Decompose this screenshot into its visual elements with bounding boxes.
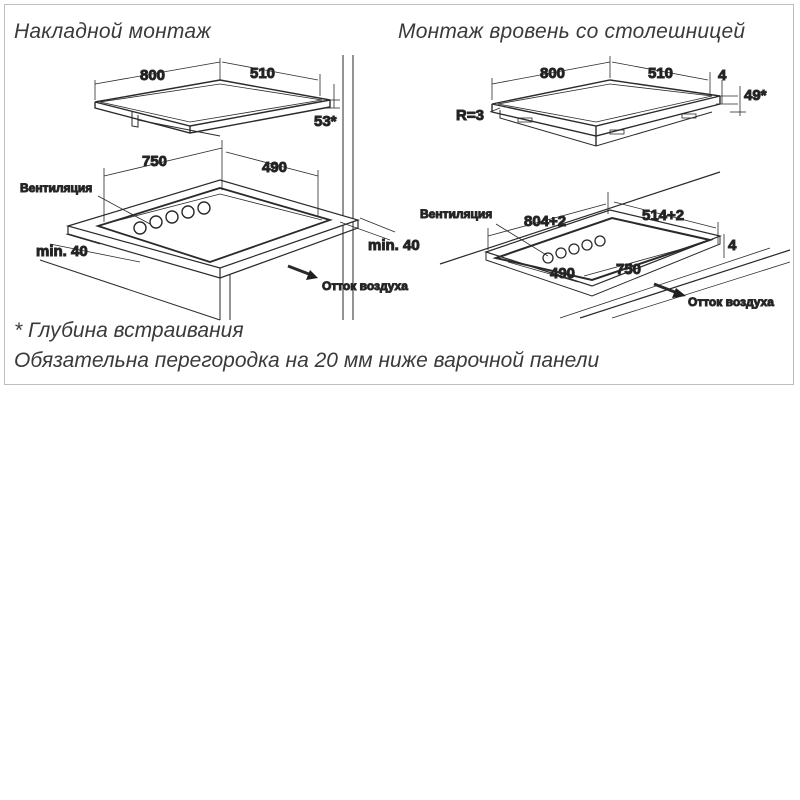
right-install-depth-label: 49* bbox=[744, 87, 767, 104]
left-depth-label: 510 bbox=[250, 65, 275, 82]
left-air-arrow bbox=[287, 264, 318, 280]
right-air-arrow bbox=[653, 282, 686, 298]
right-recess-height-label: 4 bbox=[728, 237, 737, 254]
right-ventilation-label: Вентиляция bbox=[420, 207, 492, 221]
left-air-outlet-label: Отток воздуха bbox=[322, 279, 408, 293]
right-countertop bbox=[439, 171, 791, 319]
diagram-frame bbox=[4, 4, 794, 385]
left-cutout-dims bbox=[49, 140, 396, 263]
right-cutout-depth-label: 490 bbox=[550, 265, 575, 282]
left-dimension-lines bbox=[94, 58, 340, 109]
depth-footnote: * Глубина встраивания bbox=[14, 319, 244, 342]
right-cutout-dims bbox=[487, 107, 725, 283]
left-cutout-depth-label: 490 bbox=[262, 159, 287, 176]
left-width-label: 800 bbox=[140, 67, 165, 84]
left-min-label: min. 40 bbox=[36, 243, 88, 260]
right-depth-label: 510 bbox=[648, 65, 673, 82]
right-width-label: 800 bbox=[540, 65, 565, 82]
right-dimension-lines bbox=[491, 56, 746, 116]
right-recess-width-label: 804+2 bbox=[524, 213, 566, 230]
right-air-outlet-label: Отток воздуха bbox=[688, 295, 774, 309]
title-flush-mount: Монтаж вровень со столешницей bbox=[398, 20, 746, 43]
left-cooktop bbox=[94, 79, 331, 137]
right-min-label: min. 40 bbox=[368, 237, 420, 254]
right-glass-label: 4 bbox=[718, 67, 727, 84]
right-radius-label: R=3 bbox=[456, 107, 484, 124]
partition-footnote: Обязательна перегородка на 20 мм ниже ва… bbox=[14, 349, 600, 372]
left-ventilation-label: Вентиляция bbox=[20, 181, 92, 195]
right-cutout-width-label: 750 bbox=[616, 261, 641, 278]
left-install-depth-label: 53* bbox=[314, 113, 337, 130]
title-overlay-mount: Накладной монтаж bbox=[14, 20, 211, 43]
right-cooktop bbox=[491, 79, 721, 147]
left-cabinet bbox=[39, 55, 360, 321]
left-cutout-width-label: 750 bbox=[142, 153, 167, 170]
right-recess-depth-label: 514+2 bbox=[642, 207, 684, 224]
